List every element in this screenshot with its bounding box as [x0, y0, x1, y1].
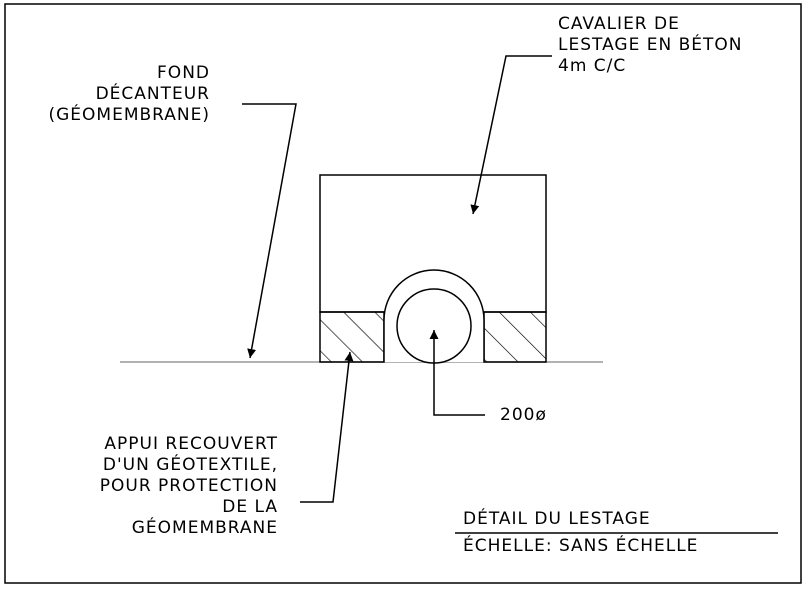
label-line: POUR PROTECTION [99, 476, 278, 496]
detail-title: DÉTAIL DU LESTAGE [463, 509, 651, 529]
leader-cavalier [470, 55, 552, 215]
detail-scale: ÉCHELLE: SANS ÉCHELLE [463, 536, 699, 556]
label-fond-decanteur: FOND DÉCANTEUR (GÉOMEMBRANE) [48, 63, 210, 126]
label-line: D'UN GÉOTEXTILE, [102, 455, 278, 475]
sheet-border [4, 3, 802, 584]
label-line: DÉCANTEUR [95, 84, 210, 104]
leader-pipe [429, 330, 485, 416]
label-line: 200ø [500, 405, 547, 425]
label-line: LESTAGE EN BÉTON [558, 35, 743, 55]
label-line: DE LA [222, 497, 278, 517]
label-line: FOND [157, 63, 210, 83]
label-line: CAVALIER DE [558, 14, 680, 34]
label-line: APPUI RECOUVERT [104, 434, 278, 454]
leader-appui [300, 351, 354, 503]
label-pipe-diameter: 200ø [500, 405, 547, 426]
label-cavalier: CAVALIER DE LESTAGE EN BÉTON 4m C/C [558, 14, 742, 77]
label-line: 4m C/C [558, 56, 627, 76]
support-right-hatch [483, 311, 547, 363]
label-line: GÉOMEMBRANE [131, 518, 278, 538]
support-left-hatch [319, 311, 385, 363]
label-appui: APPUI RECOUVERT D'UN GÉOTEXTILE, POUR PR… [100, 434, 278, 539]
title-block: DÉTAIL DU LESTAGE ÉCHELLE: SANS ÉCHELLE [463, 509, 698, 557]
label-line: (GÉOMEMBRANE) [48, 105, 210, 125]
leader-fond [242, 103, 297, 359]
